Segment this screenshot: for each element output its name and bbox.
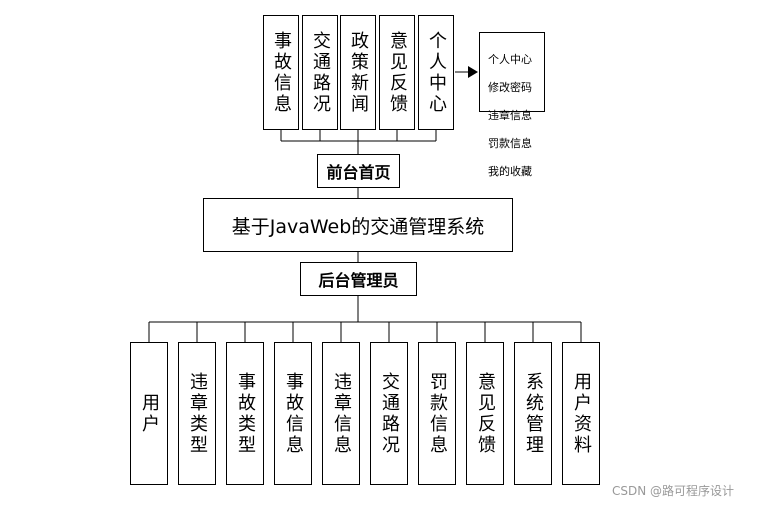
admin-module-violation-types: 违章类型 — [178, 342, 216, 485]
admin-module-label: 事故类型 — [235, 371, 256, 456]
admin-module-system-management: 系统管理 — [514, 342, 552, 485]
admin-module-users: 用户 — [130, 342, 168, 485]
personal-center-item: 我的收藏 — [488, 165, 532, 178]
admin-module-label: 事故信息 — [283, 371, 304, 456]
front-module-feedback: 意见反馈 — [379, 15, 415, 130]
front-module-label: 政策新闻 — [348, 30, 369, 115]
front-module-policy-news: 政策新闻 — [340, 15, 376, 130]
front-module-label: 交通路况 — [310, 30, 331, 115]
watermark-text: CSDN @路可程序设计 — [612, 484, 735, 498]
personal-center-item: 修改密码 — [488, 81, 532, 94]
front-module-personal-center: 个人中心 — [418, 15, 454, 130]
admin-module-label: 意见反馈 — [475, 371, 496, 456]
personal-center-panel: 个人中心 修改密码 违章信息 罚款信息 我的收藏 — [479, 32, 545, 178]
admin-module-traffic-conditions: 交通路况 — [370, 342, 408, 485]
front-module-label: 个人中心 — [426, 30, 447, 115]
admin-module-label: 系统管理 — [523, 371, 544, 456]
front-home-label: 前台首页 — [326, 163, 391, 182]
admin-module-accident-info: 事故信息 — [274, 342, 312, 485]
admin-label: 后台管理员 — [318, 271, 399, 290]
admin-module-label: 违章信息 — [331, 371, 352, 456]
admin-module-violation-info: 违章信息 — [322, 342, 360, 485]
personal-center-item: 个人中心 — [488, 53, 532, 66]
front-module-traffic-conditions: 交通路况 — [302, 15, 338, 130]
front-home-node: 前台首页 — [317, 154, 400, 188]
front-module-label: 事故信息 — [271, 30, 292, 115]
system-title-label: 基于JavaWeb的交通管理系统 — [231, 215, 485, 238]
admin-module-label: 用户 — [139, 392, 160, 435]
admin-module-feedback: 意见反馈 — [466, 342, 504, 485]
front-module-accident-info: 事故信息 — [263, 15, 299, 130]
admin-module-fine-info: 罚款信息 — [418, 342, 456, 485]
admin-module-user-profile: 用户资料 — [562, 342, 600, 485]
system-title-node: 基于JavaWeb的交通管理系统 — [203, 198, 513, 252]
personal-center-item: 罚款信息 — [488, 137, 532, 150]
admin-module-label: 违章类型 — [187, 371, 208, 456]
personal-center-item: 违章信息 — [488, 109, 532, 122]
front-module-label: 意见反馈 — [387, 30, 408, 115]
admin-module-label: 交通路况 — [379, 371, 400, 456]
admin-module-accident-types: 事故类型 — [226, 342, 264, 485]
admin-node: 后台管理员 — [300, 262, 417, 296]
admin-module-label: 用户资料 — [571, 371, 592, 456]
admin-module-label: 罚款信息 — [427, 371, 448, 456]
